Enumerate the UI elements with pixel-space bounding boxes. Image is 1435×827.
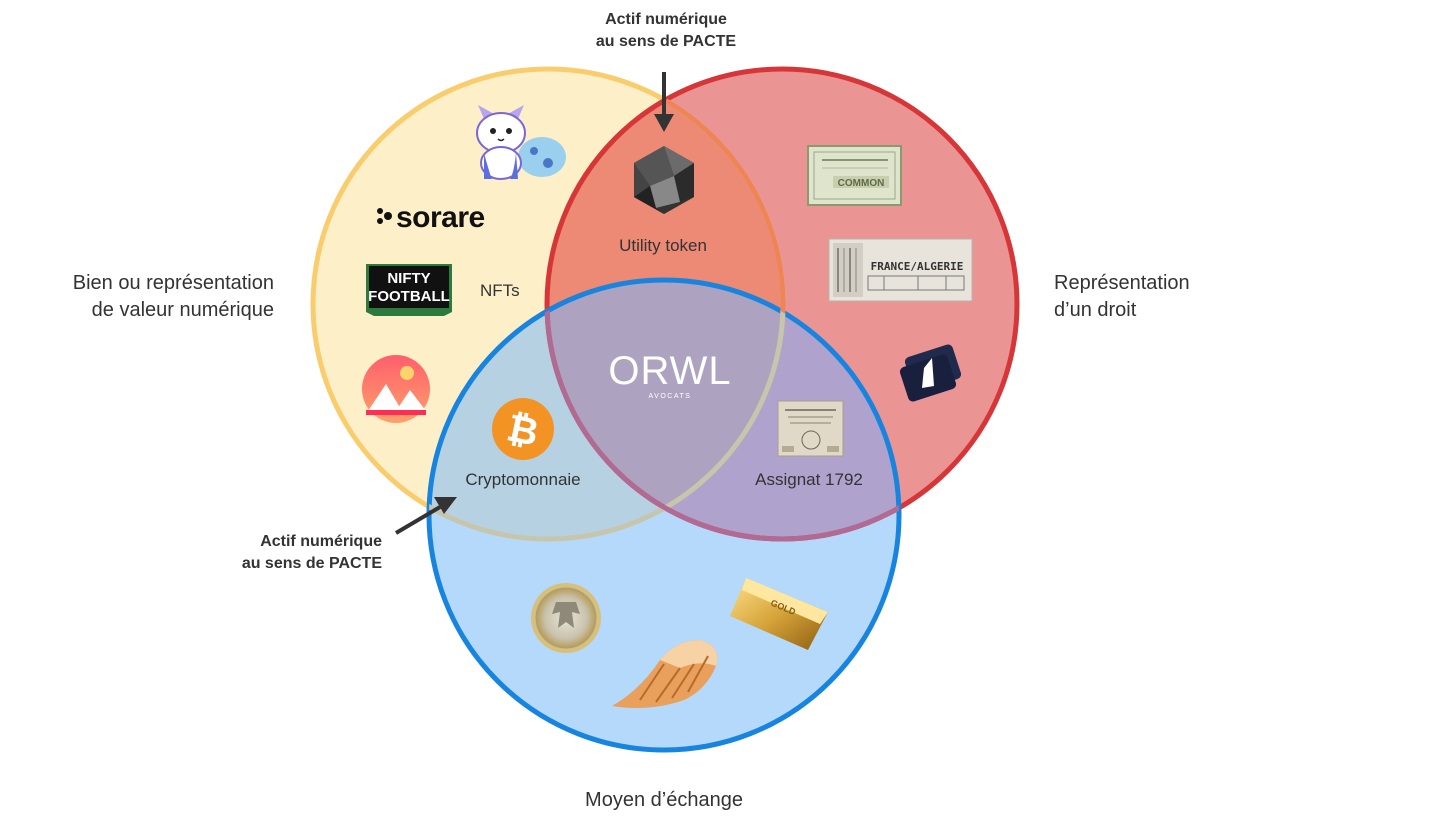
orwl-logo: ORWL <box>608 349 731 393</box>
utility-token-icon <box>634 146 694 214</box>
arrow-top <box>654 72 674 132</box>
bottom-category-label: Moyen d’échange <box>585 789 743 811</box>
stock-certificate-icon: COMMON <box>807 145 902 206</box>
football-text: FOOTBALL <box>368 288 450 305</box>
gold-bar-icon: GOLD <box>730 578 828 650</box>
nifty-text: NIFTY <box>387 270 430 287</box>
common-text: COMMON <box>838 178 885 189</box>
orwl-subtitle: AVOCATS <box>649 393 692 400</box>
right-category-label: Représentation d’un droit <box>1054 272 1190 321</box>
decentraland-icon <box>362 355 430 423</box>
cryptomonnaie-label: Cryptomonnaie <box>465 470 581 489</box>
pacte-label-top: Actif numérique au sens de PACTE <box>595 11 737 50</box>
assignat-icon <box>777 400 844 457</box>
card-deck-icon <box>899 344 962 402</box>
arrow-left <box>394 497 457 535</box>
euro-coin-icon <box>531 583 601 653</box>
bitcoin-icon: ₿ <box>492 398 554 460</box>
match-ticket-icon: FRANCE/ALGERIE <box>828 238 973 302</box>
pacte-label-left: Actif numérique au sens de PACTE <box>241 533 382 572</box>
sorare-logo-icon <box>377 208 392 224</box>
sorare-logo-text: sorare <box>396 201 485 234</box>
nifty-football-logo: NIFTY FOOTBALL <box>366 264 452 316</box>
nfts-label: NFTs <box>480 281 520 300</box>
left-category-label: Bien ou représentation de valeur numériq… <box>72 272 274 321</box>
assignat-label: Assignat 1792 <box>755 470 863 489</box>
cryptokitty-icon <box>476 105 566 180</box>
ticket-text: FRANCE/ALGERIE <box>871 260 964 273</box>
seashell-icon <box>612 640 718 708</box>
utility-token-label: Utility token <box>619 236 707 255</box>
